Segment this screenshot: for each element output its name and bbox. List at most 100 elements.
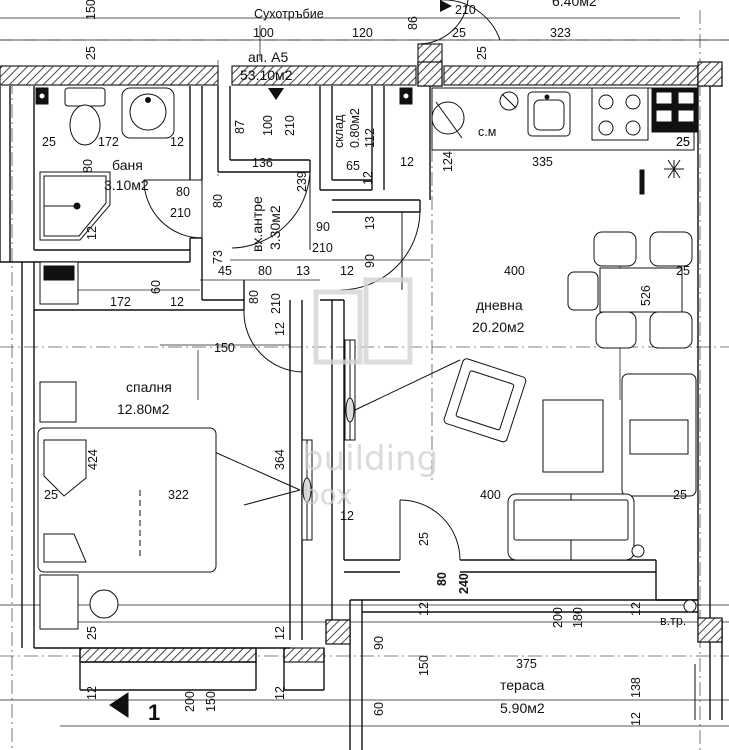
dim: 100 bbox=[261, 115, 275, 136]
dim: 150 bbox=[214, 341, 235, 355]
dim: 200 bbox=[551, 607, 565, 628]
dim: 239 bbox=[295, 171, 309, 192]
dim: 25 bbox=[452, 26, 466, 40]
dim: 364 bbox=[273, 449, 287, 470]
glass-partitions bbox=[209, 339, 461, 541]
dim: 87 bbox=[233, 120, 247, 134]
dim: 210 bbox=[269, 293, 283, 314]
terrace-name: тераса bbox=[500, 677, 545, 693]
dim: 400 bbox=[504, 264, 525, 278]
dim: 13 bbox=[296, 264, 310, 278]
entrance-area: 3.30м2 bbox=[267, 205, 283, 250]
terrace-items bbox=[109, 599, 697, 720]
dimension-lines bbox=[0, 17, 729, 727]
dim: 526 bbox=[639, 285, 653, 306]
watermark-line2: box bbox=[302, 478, 353, 511]
dim: 12 bbox=[170, 135, 184, 149]
watermark: building box bbox=[302, 277, 438, 511]
columns bbox=[325, 61, 723, 645]
dim: 12 bbox=[340, 509, 354, 523]
dim: 25 bbox=[417, 532, 431, 546]
dim: 65 bbox=[346, 159, 360, 173]
dimension-texts: 150 100 120 86 210 25 25 25 323 172 25 1… bbox=[42, 0, 690, 726]
dim: 12 bbox=[170, 295, 184, 309]
dim: 12 bbox=[629, 712, 643, 726]
bathroom-area: 3.10м2 bbox=[104, 177, 149, 193]
dim: 12 bbox=[273, 626, 287, 640]
dim: 180 bbox=[571, 607, 585, 628]
dim: 323 bbox=[550, 26, 571, 40]
upper-area: 6.40м2 bbox=[552, 0, 597, 9]
dim: 12 bbox=[417, 602, 431, 616]
dim: 150 bbox=[417, 655, 431, 676]
bathroom-fixtures bbox=[35, 87, 413, 305]
dining-set bbox=[567, 231, 693, 349]
entrance-name: вх.антре bbox=[249, 196, 265, 252]
living-furniture bbox=[443, 159, 697, 561]
dim: 12 bbox=[361, 171, 375, 185]
dim: 100 bbox=[253, 26, 274, 40]
bedroom-name: спалня bbox=[126, 379, 172, 395]
dim: 136 bbox=[252, 156, 273, 170]
dim: 12 bbox=[273, 686, 287, 700]
dim: 25 bbox=[676, 135, 690, 149]
dim: 172 bbox=[98, 135, 119, 149]
dim: 172 bbox=[110, 295, 131, 309]
dim: 12 bbox=[85, 226, 99, 240]
dim: 25 bbox=[676, 135, 690, 149]
dim: 60 bbox=[149, 280, 163, 294]
dim: 12 bbox=[629, 602, 643, 616]
dim: 400 bbox=[480, 488, 501, 502]
dim: 322 bbox=[168, 488, 189, 502]
dim: 210 bbox=[455, 3, 476, 17]
living-name: дневна bbox=[476, 297, 523, 313]
section-marker bbox=[268, 0, 452, 100]
dim: 25 bbox=[673, 488, 687, 502]
dim: 90 bbox=[363, 254, 377, 268]
walls bbox=[0, 86, 723, 750]
dim: 12 bbox=[273, 322, 287, 336]
dim: 80 bbox=[176, 185, 190, 199]
doors bbox=[143, 0, 501, 561]
dim: 200 bbox=[183, 691, 197, 712]
dim: 424 bbox=[86, 449, 100, 470]
dim: 112 bbox=[363, 128, 377, 148]
kitchen-fixtures bbox=[431, 87, 699, 151]
dim: 375 bbox=[516, 657, 537, 671]
dim: 210 bbox=[170, 206, 191, 220]
dim: 80 bbox=[247, 290, 261, 304]
dim: 120 bbox=[352, 26, 373, 40]
apartment-title: ап. А5 bbox=[248, 49, 288, 65]
storage-area: 0.80м2 bbox=[348, 108, 362, 148]
dim: 150 bbox=[84, 0, 98, 20]
terrace-area: 5.90м2 bbox=[500, 700, 545, 716]
dim: 25 bbox=[84, 46, 98, 60]
dim: 80 bbox=[211, 194, 225, 208]
bathroom-name: баня bbox=[112, 157, 143, 173]
dim: 210 bbox=[283, 115, 297, 136]
dim: 60 bbox=[372, 702, 386, 716]
dim: 80 bbox=[258, 264, 272, 278]
apartment-area: 53.10м2 bbox=[240, 67, 293, 83]
dim: 45 bbox=[218, 264, 232, 278]
dim: 73 bbox=[211, 250, 225, 264]
bedroom-furniture bbox=[37, 381, 217, 630]
room-labels: ап. А5 53.10м2 баня 3.10м2 вх.антре 3.30… bbox=[104, 0, 597, 716]
dim: 124 bbox=[441, 151, 455, 172]
dim: 25 bbox=[44, 488, 58, 502]
dim: 80 bbox=[81, 159, 95, 173]
dim: 335 bbox=[532, 155, 553, 169]
watermark-line1: building bbox=[302, 439, 438, 479]
notes: Сухотръбие с.м в.тр. 1 bbox=[148, 7, 686, 725]
dim: 25 bbox=[676, 264, 690, 278]
sink-label: с.м bbox=[478, 125, 496, 139]
dim: 13 bbox=[363, 216, 377, 230]
dim: 240 bbox=[457, 573, 471, 594]
living-area: 20.20м2 bbox=[472, 319, 525, 335]
dim: 12 bbox=[85, 686, 99, 700]
section-label: 1 bbox=[148, 700, 160, 725]
dim: 12 bbox=[340, 264, 354, 278]
dim: 90 bbox=[372, 636, 386, 650]
drying-note: Сухотръбие bbox=[254, 7, 324, 21]
